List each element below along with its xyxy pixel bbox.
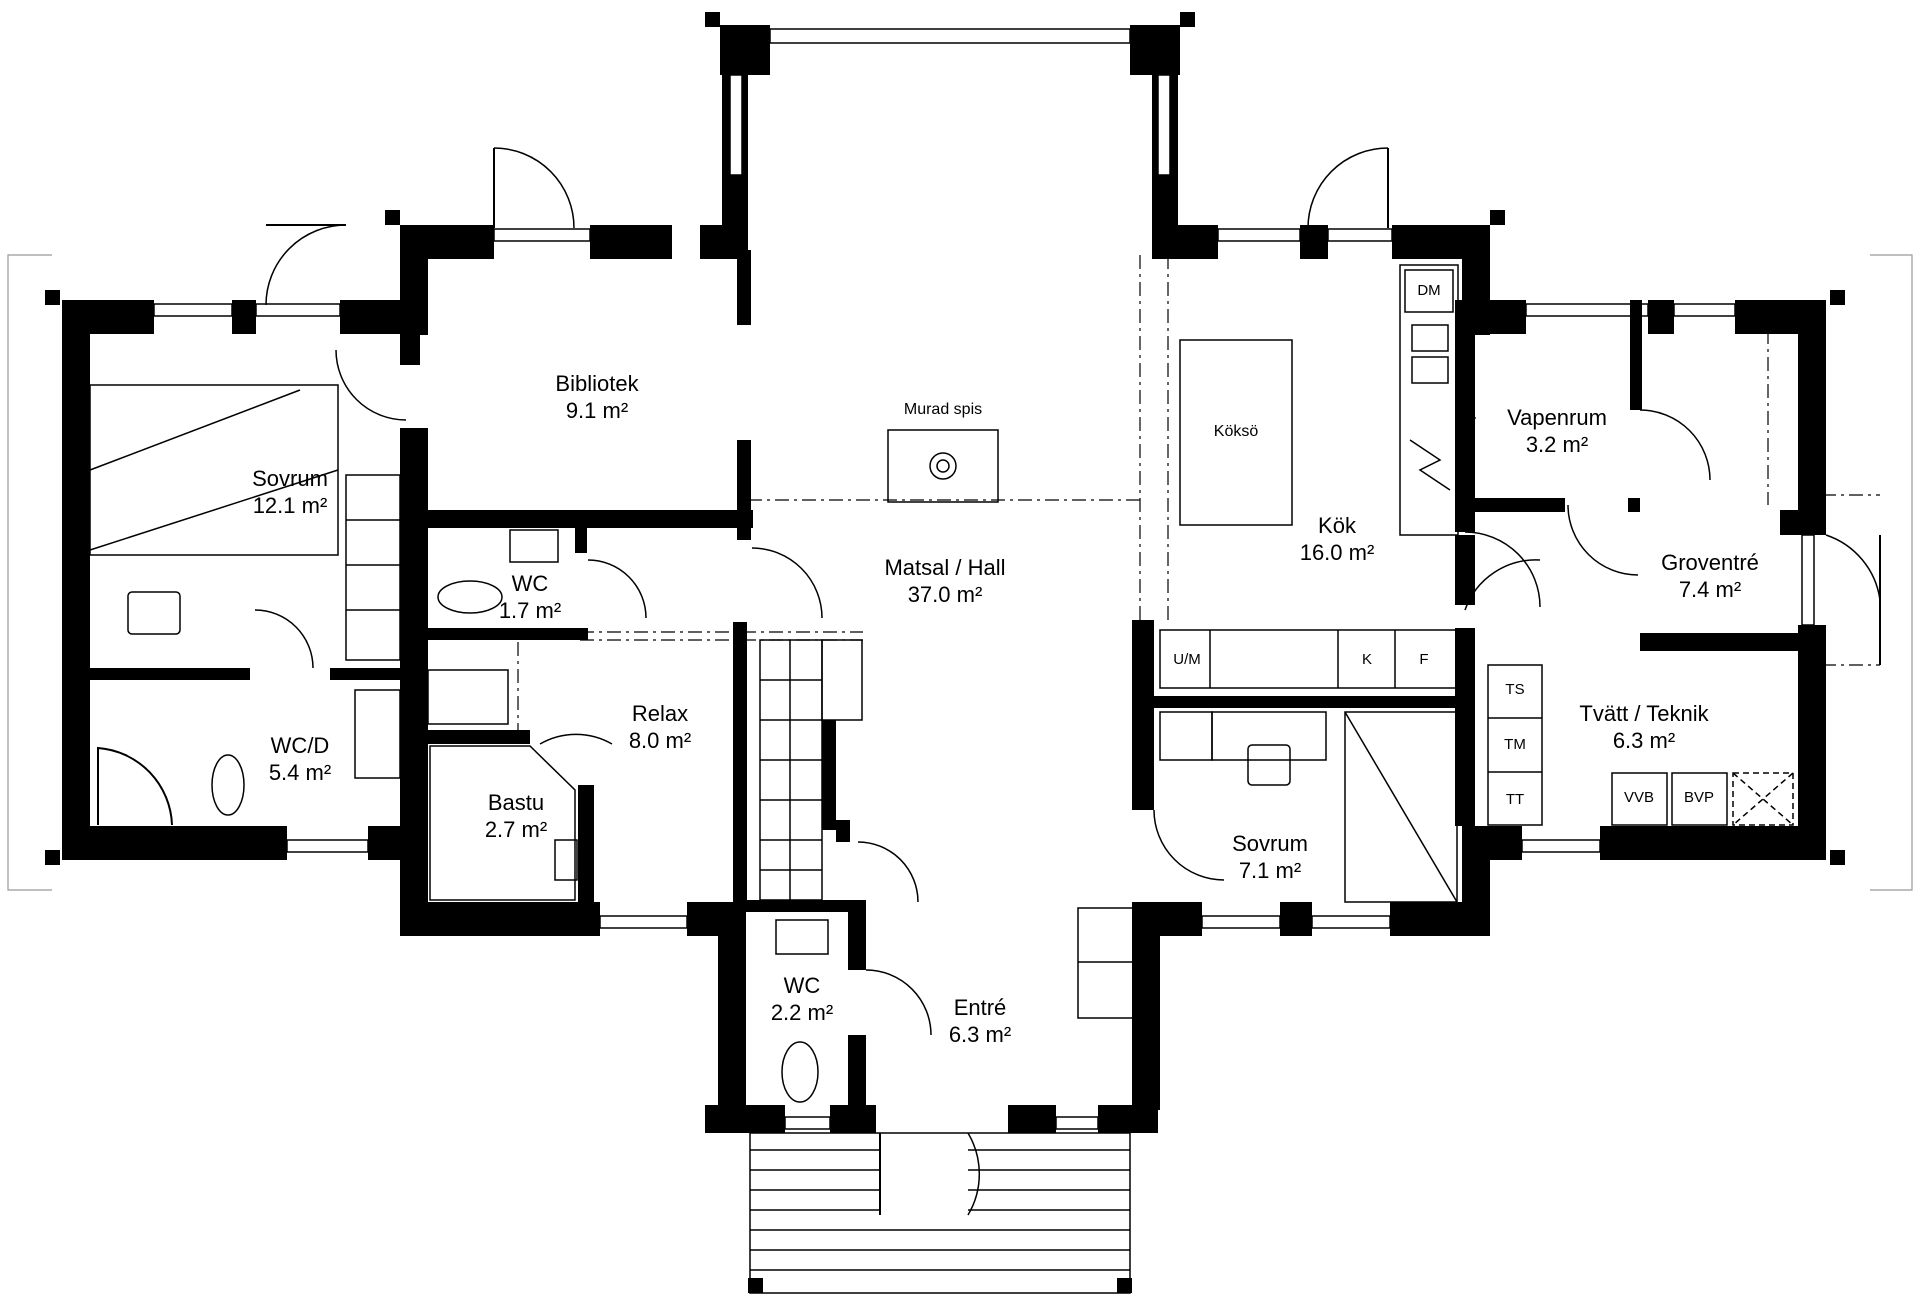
- room-area: 1.7 m²: [498, 598, 562, 623]
- room-area: 6.3 m²: [948, 1022, 1012, 1047]
- room-area: 12.1 m²: [252, 493, 328, 518]
- room-label-sovrum-vast: Sovrum 12.1 m²: [252, 466, 328, 520]
- room-label-entre: Entré 6.3 m²: [949, 995, 1011, 1049]
- room-name: WC: [783, 973, 821, 999]
- room-label-matsal-hall: Matsal / Hall 37.0 m²: [884, 555, 1005, 609]
- room-label-kok: Kök 16.0 m²: [1300, 513, 1375, 567]
- room-name: WC: [511, 571, 549, 597]
- room-label-wc-d: WC/D 5.4 m²: [269, 733, 331, 787]
- room-label-bibliotek: Bibliotek 9.1 m²: [555, 371, 638, 425]
- room-name: Matsal / Hall: [884, 555, 1006, 581]
- room-label-sovrum-ost: Sovrum 7.1 m²: [1232, 831, 1308, 885]
- fixture-label-dm: DM: [1417, 281, 1441, 299]
- interior-walls: [90, 250, 1800, 1110]
- reference-lines: [517, 255, 1880, 730]
- room-label-tvatt-teknik: Tvätt / Teknik 6.3 m²: [1579, 701, 1708, 755]
- room-label-wc-2: WC 2.2 m²: [771, 973, 833, 1027]
- fixture-label-um: U/M: [1173, 650, 1201, 668]
- fixture-label-bvp: BVP: [1683, 788, 1715, 806]
- room-name: Groventré: [1661, 550, 1759, 576]
- room-area: 6.3 m²: [1612, 728, 1676, 753]
- doors: [254, 147, 1881, 1216]
- room-name: WC/D: [270, 733, 330, 759]
- entrance-porch: [748, 1132, 1132, 1294]
- fixture-label-tt: TT: [1505, 790, 1525, 808]
- room-area: 5.4 m²: [268, 760, 332, 785]
- room-area: 7.4 m²: [1678, 577, 1742, 602]
- room-name: Sovrum: [1232, 831, 1308, 857]
- fixture-label-kokso: Köksö: [1213, 423, 1259, 441]
- room-label-groventre: Groventré 7.4 m²: [1661, 550, 1759, 604]
- fixture-label-ts: TS: [1505, 680, 1525, 698]
- room-name: Entré: [953, 995, 1007, 1021]
- room-area: 37.0 m²: [907, 582, 983, 607]
- windows: [153, 28, 1815, 1130]
- room-label-bastu: Bastu 2.7 m²: [485, 790, 547, 844]
- room-area: 16.0 m²: [1299, 540, 1375, 565]
- room-name: Kök: [1318, 513, 1356, 539]
- room-area: 2.2 m²: [770, 1000, 834, 1025]
- room-label-relax: Relax 8.0 m²: [629, 701, 691, 755]
- room-label-vapenrum: Vapenrum 3.2 m²: [1507, 405, 1607, 459]
- fixture-label-murad-spis: Murad spis: [903, 401, 983, 419]
- room-area: 7.1 m²: [1238, 858, 1302, 883]
- fixtures: [89, 264, 1794, 1103]
- staircase: [759, 639, 863, 901]
- fixture-label-f: F: [1419, 650, 1429, 668]
- room-name: Bibliotek: [555, 371, 639, 397]
- room-area: 8.0 m²: [628, 728, 692, 753]
- fixture-label-vvb: VVB: [1623, 788, 1655, 806]
- room-area: 2.7 m²: [484, 817, 548, 842]
- room-name: Sovrum: [252, 466, 328, 492]
- room-area: 9.1 m²: [565, 398, 629, 423]
- roof-outline: [7, 254, 1913, 891]
- room-label-wc-1: WC 1.7 m²: [499, 571, 561, 625]
- room-name: Vapenrum: [1507, 405, 1607, 431]
- room-area: 3.2 m²: [1525, 432, 1589, 457]
- fixture-label-tm: TM: [1504, 735, 1526, 753]
- room-name: Tvätt / Teknik: [1579, 701, 1709, 727]
- room-name: Bastu: [487, 790, 545, 816]
- fixture-label-k: K: [1361, 650, 1373, 668]
- room-name: Relax: [631, 701, 689, 727]
